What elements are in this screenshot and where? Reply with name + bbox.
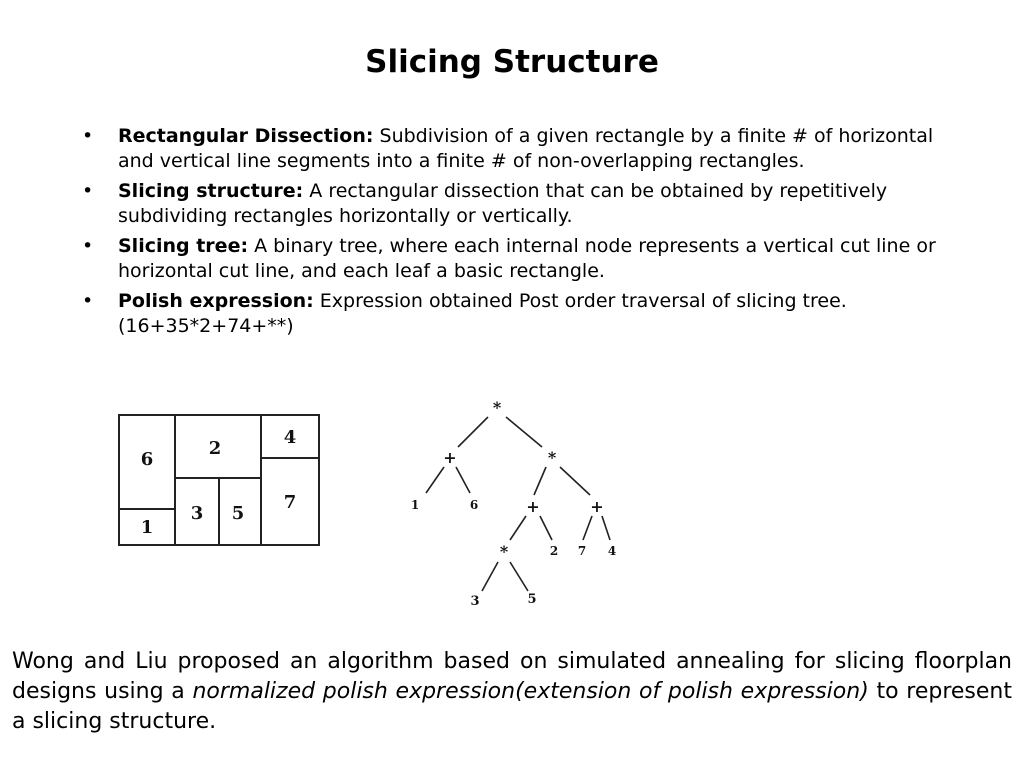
- tree-leaf-4: 4: [608, 544, 616, 558]
- bullet-text: A rectangular dissection that can be obt…: [118, 180, 888, 227]
- page-title: Slicing Structure: [365, 44, 659, 80]
- bullet-slicing-tree: • Slicing tree: A binary tree, where eac…: [82, 234, 938, 284]
- bullet-term: Slicing structure:: [118, 180, 304, 202]
- tree-leaf-7: 7: [578, 544, 586, 558]
- bullet-term: Rectangular Dissection:: [118, 125, 374, 147]
- slicing-tree-svg: * + * 1 6 + + * 2 7 4 3 5: [411, 398, 616, 609]
- bullet-term: Polish expression:: [118, 290, 314, 312]
- bullet-marker: •: [82, 290, 94, 312]
- tree-node-plus: +: [526, 497, 539, 516]
- block-label-4: 4: [284, 427, 297, 448]
- bullet-marker: •: [82, 235, 94, 257]
- block-label-2: 2: [209, 438, 222, 459]
- tree-leaf-5: 5: [527, 592, 536, 607]
- definition-list: • Rectangular Dissection: Subdivision of…: [82, 124, 938, 344]
- block-label-6: 6: [141, 449, 154, 470]
- block-label-7: 7: [284, 492, 297, 513]
- tree-edge: [481, 561, 499, 592]
- tree-leaf-1: 1: [411, 498, 419, 512]
- bullet-polish-expression: • Polish expression: Expression obtained…: [82, 289, 938, 339]
- tree-edge: [601, 515, 611, 541]
- floorplan-svg: 6 1 2 3 5 4 7: [118, 414, 320, 546]
- tree-node-root-vertical-cut: *: [493, 398, 502, 417]
- bullet-text: A binary tree, where each internal node …: [118, 235, 936, 282]
- tree-node-plus: +: [443, 448, 456, 467]
- tree-node-star: *: [548, 448, 557, 467]
- tree-edge: [509, 561, 529, 592]
- tree-edge: [582, 515, 593, 541]
- bullet-slicing-structure: • Slicing structure: A rectangular disse…: [82, 179, 938, 229]
- tree-edge: [457, 416, 489, 448]
- tree-edge: [559, 466, 591, 496]
- tree-leaf-2: 2: [550, 544, 558, 558]
- footer-text-end: to represent a slicing structure.: [12, 679, 1012, 734]
- tree-edge: [425, 466, 445, 494]
- bullet-text: Subdivision of a given rectangle by a fi…: [118, 125, 934, 172]
- footer-emphasis: normalized polish expression(extension o…: [192, 679, 869, 704]
- bullet-rectangular-dissection: • Rectangular Dissection: Subdivision of…: [82, 124, 938, 174]
- block-label-5: 5: [232, 503, 245, 524]
- tree-edge: [509, 515, 527, 541]
- tree-edge: [533, 466, 547, 496]
- tree-edge: [539, 515, 553, 541]
- tree-node-star: *: [500, 542, 509, 561]
- footer-text: Wong and Liu proposed an algorithm based…: [12, 649, 1012, 704]
- floorplan-figure: 6 1 2 3 5 4 7: [118, 414, 320, 546]
- footer-paragraph: Wong and Liu proposed an algorithm based…: [12, 647, 1012, 737]
- slicing-tree-figure: * + * 1 6 + + * 2 7 4 3 5: [400, 395, 630, 615]
- bullet-text: Expression obtained Post order traversal…: [118, 290, 847, 337]
- bullet-marker: •: [82, 125, 94, 147]
- tree-leaf-6: 6: [470, 498, 478, 512]
- tree-edge: [455, 466, 471, 494]
- bullet-term: Slicing tree:: [118, 235, 249, 257]
- block-label-3: 3: [191, 503, 204, 524]
- block-label-1: 1: [141, 517, 154, 538]
- bullet-marker: •: [82, 180, 94, 202]
- tree-leaf-3: 3: [470, 594, 479, 609]
- tree-edge: [505, 416, 543, 448]
- tree-node-plus: +: [590, 497, 603, 516]
